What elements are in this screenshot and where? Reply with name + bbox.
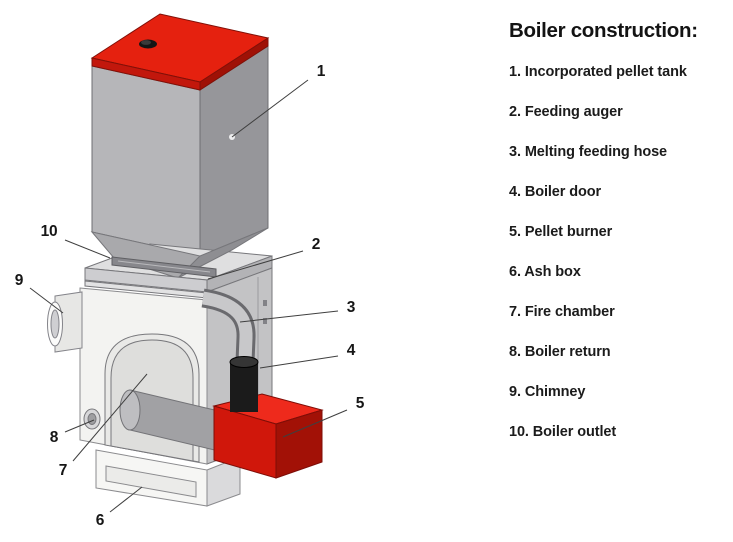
ash-box [95, 449, 241, 507]
leader-line-1 [231, 79, 309, 138]
callout-number-2: 2 [311, 236, 321, 253]
leader-line-7 [72, 373, 148, 462]
leader-line-3 [239, 310, 339, 323]
leader-line-4 [259, 355, 339, 369]
chimney [47, 291, 83, 353]
boiler-drawing [29, 13, 348, 513]
legend-item-7: 7. Fire chamber [509, 304, 615, 320]
leader-line-2 [207, 250, 304, 280]
tank-lid [90, 13, 270, 91]
leader-line-8 [64, 419, 95, 433]
boiler-illustration: 1 2 3 4 5 6 7 8 9 10 [14, 13, 365, 529]
callout-number-8: 8 [49, 429, 59, 446]
legend-item-5: 5. Pellet burner [509, 224, 613, 240]
leader-line-10 [64, 239, 111, 259]
legend-panel: Boiler construction: 1. Incorporated pel… [509, 18, 731, 465]
legend-title: Boiler construction: [509, 19, 698, 42]
legend-item-3: 3. Melting feeding hose [509, 144, 668, 160]
leader-line-5 [282, 409, 348, 438]
callout-number-10: 10 [40, 223, 58, 240]
legend-item-1: 1. Incorporated pellet tank [509, 64, 687, 80]
leader-line-6 [109, 486, 143, 513]
legend-item-6: 6. Ash box [509, 264, 581, 280]
legend-list: 1. Incorporated pellet tank 2. Feeding a… [509, 65, 731, 440]
pellet-tank [91, 45, 269, 257]
callout-number-7: 7 [58, 462, 68, 479]
leader-line-9 [29, 287, 64, 314]
callout-number-1: 1 [316, 63, 326, 80]
callout-number-6: 6 [95, 512, 105, 529]
callout-number-5: 5 [355, 395, 365, 412]
boiler-return [83, 408, 101, 430]
burner-cylinder [229, 356, 259, 412]
pellet-burner [212, 393, 324, 479]
legend-item-4: 4. Boiler door [509, 184, 602, 200]
leader-lines [29, 79, 348, 513]
legend-item-8: 8. Boiler return [509, 344, 611, 360]
callout-number-9: 9 [14, 272, 24, 289]
legend-item-10: 10. Boiler outlet [509, 424, 617, 440]
legend-item-2: 2. Feeding auger [509, 104, 623, 120]
lid-cap-icon [139, 39, 157, 49]
feeding-hose [201, 288, 256, 363]
callout-number-3: 3 [346, 299, 356, 316]
legend-item-9: 9. Chimney [509, 384, 586, 400]
callout-number-4: 4 [346, 342, 356, 359]
